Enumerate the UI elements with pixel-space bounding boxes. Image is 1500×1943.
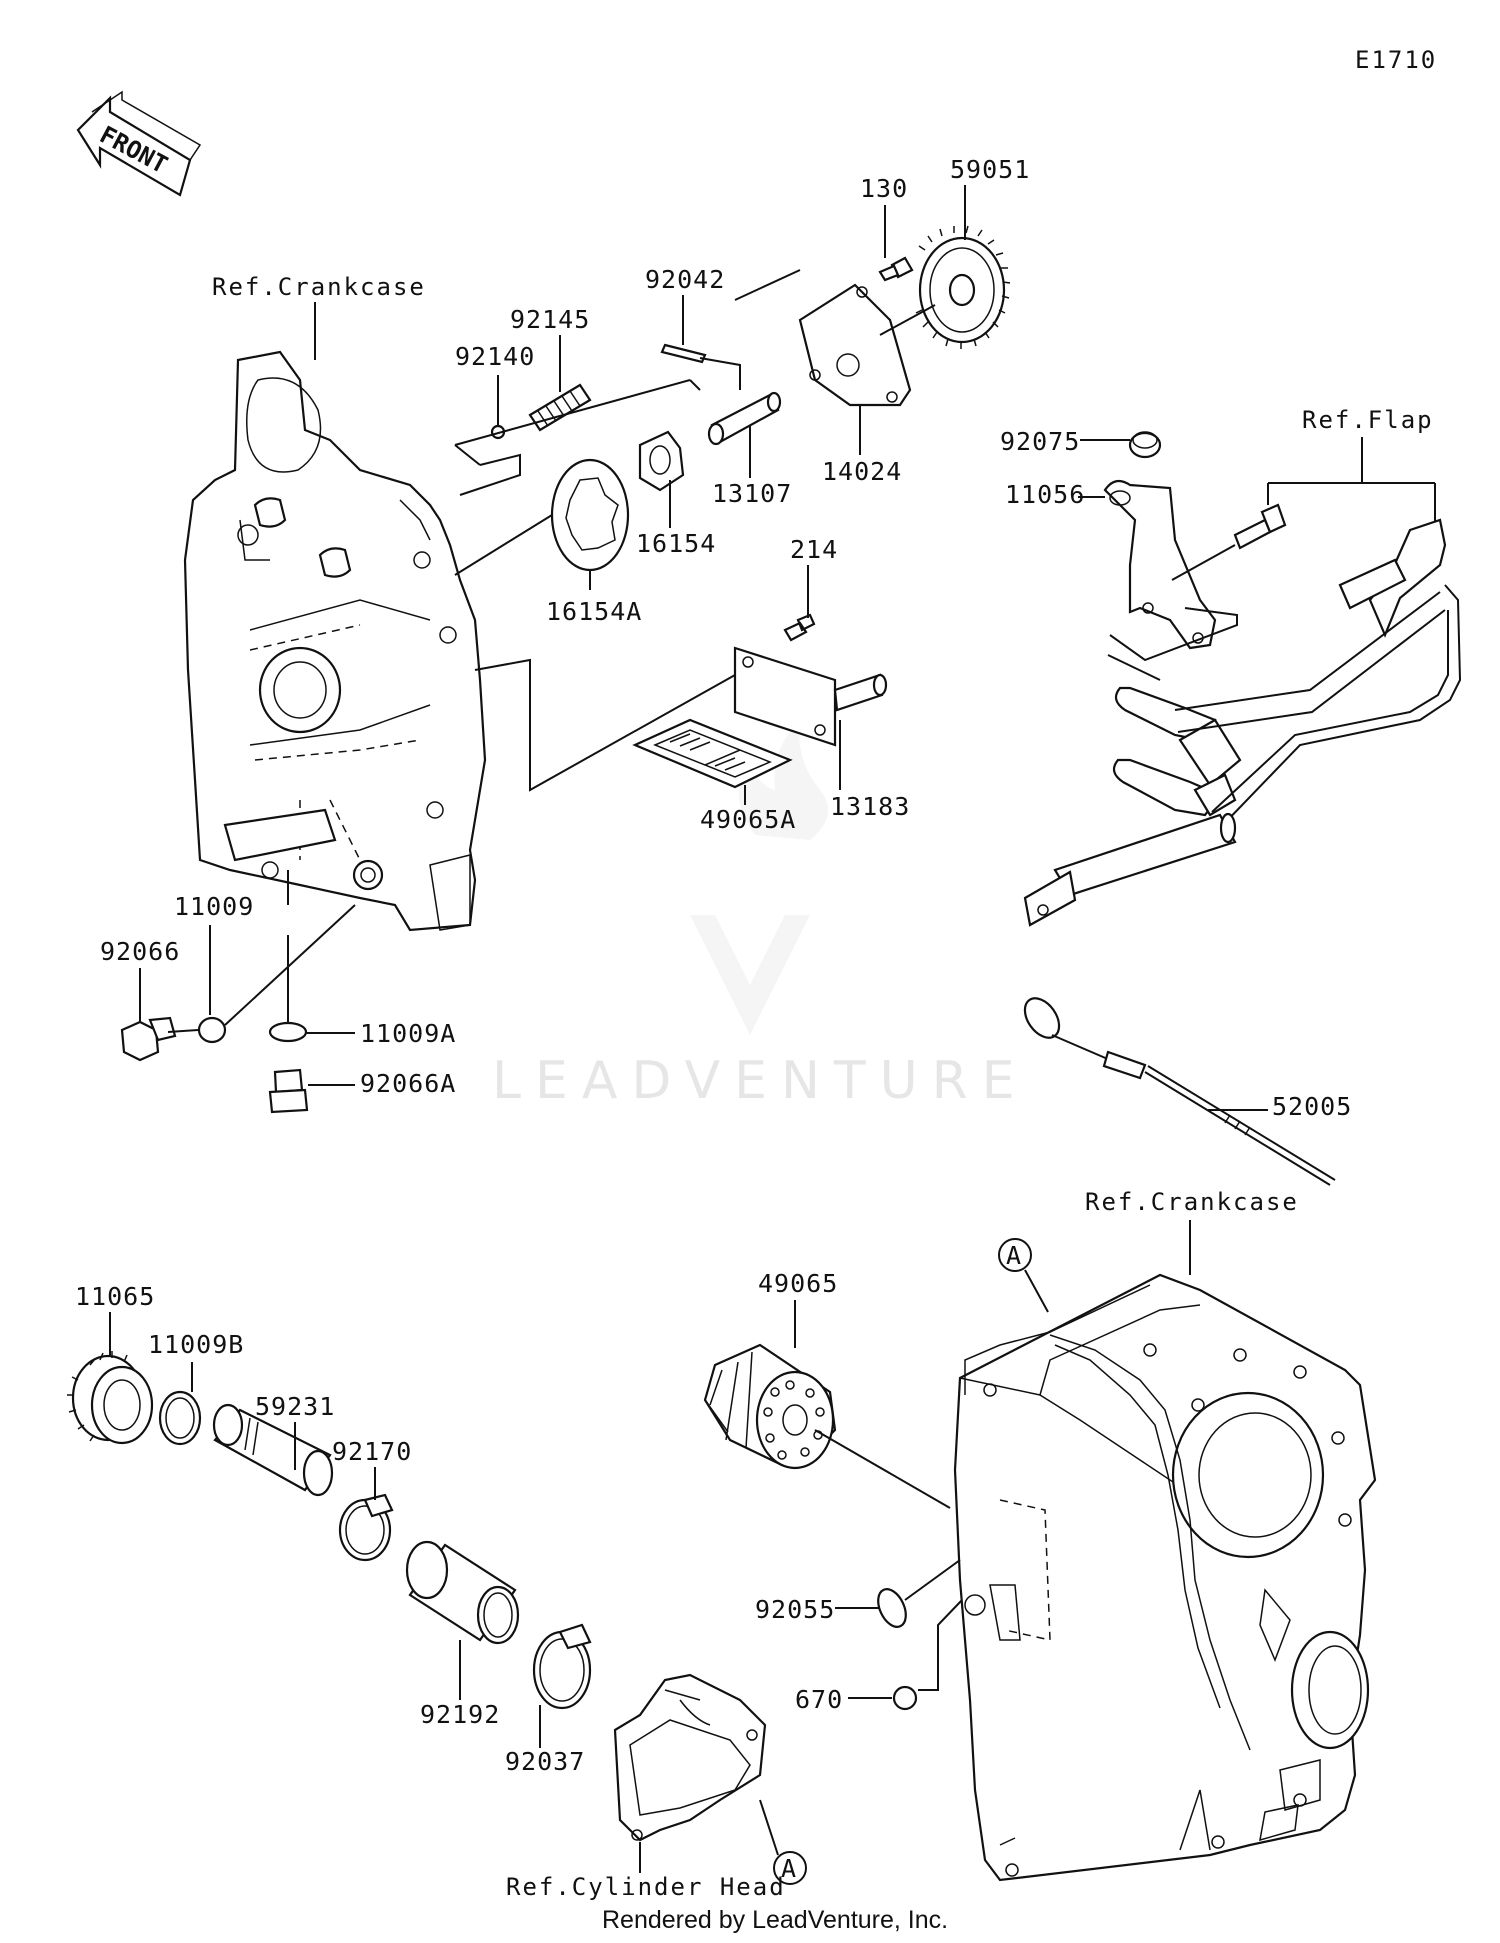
front-arrow-icon: FRONT bbox=[76, 90, 202, 197]
duct-92192-part bbox=[405, 1540, 520, 1645]
bolt-92066-part bbox=[120, 1016, 177, 1062]
part-label-130: 130 bbox=[860, 174, 908, 203]
marker-a-bottom bbox=[773, 1851, 807, 1885]
part-label-13183: 13183 bbox=[830, 792, 910, 821]
screw-214-part bbox=[783, 613, 816, 642]
watermark-text: LEADVENTURE bbox=[492, 1051, 1029, 1111]
oring-92055-part bbox=[877, 1588, 907, 1628]
intake-manifold-part bbox=[613, 1673, 767, 1842]
part-label-92075: 92075 bbox=[1000, 427, 1080, 456]
flap-rod-assembly-part bbox=[1023, 518, 1462, 927]
part-label-11065: 11065 bbox=[75, 1282, 155, 1311]
part-label-11009B: 11009B bbox=[148, 1330, 244, 1359]
part-label-92066: 92066 bbox=[100, 937, 180, 966]
part-label-49065A: 49065A bbox=[700, 805, 796, 834]
washer-11009A-part bbox=[268, 1021, 308, 1043]
plate-14024-part bbox=[798, 283, 912, 407]
shaft-13107-part bbox=[707, 391, 782, 446]
plug-92066A-part bbox=[268, 1068, 309, 1114]
part-label-92037: 92037 bbox=[505, 1747, 585, 1776]
rotor-16154-part bbox=[638, 430, 685, 492]
part-label-11009A: 11009A bbox=[360, 1019, 456, 1048]
ref-crankcase-top: Ref.Crankcase bbox=[212, 273, 426, 301]
part-label-11009: 11009 bbox=[174, 892, 254, 921]
watermark-logo bbox=[690, 720, 828, 1035]
marker-a-top bbox=[998, 1238, 1032, 1272]
part-label-52005: 52005 bbox=[1272, 1092, 1352, 1121]
part-label-92192: 92192 bbox=[420, 1700, 500, 1729]
part-label-13107: 13107 bbox=[712, 479, 792, 508]
crankcase-part bbox=[953, 1273, 1377, 1882]
strainer-49065A-part bbox=[632, 718, 793, 789]
washer-11009-part bbox=[197, 1016, 227, 1044]
flap-bolt-part bbox=[1233, 503, 1287, 550]
diagram-code: E1710 bbox=[1355, 46, 1437, 74]
rotor-16154A-part bbox=[550, 458, 630, 572]
part-label-92066A: 92066A bbox=[360, 1069, 456, 1098]
plate-13183-part bbox=[733, 646, 888, 747]
part-label-16154: 16154 bbox=[636, 529, 716, 558]
crankcase-cover-part bbox=[183, 350, 487, 932]
ref-crankcase-bottom: Ref.Crankcase bbox=[1085, 1188, 1299, 1216]
nut-92075-part bbox=[1128, 431, 1162, 459]
part-label-14024: 14024 bbox=[822, 457, 902, 486]
part-label-49065: 49065 bbox=[758, 1269, 838, 1298]
dipstick-52005-part bbox=[1023, 997, 1336, 1186]
tube-59231-part bbox=[212, 1403, 334, 1497]
gear-59051-part bbox=[915, 225, 1011, 349]
part-label-92170: 92170 bbox=[332, 1437, 412, 1466]
pin-92042-part bbox=[660, 343, 707, 364]
bearing-11065-part bbox=[67, 1351, 154, 1445]
credit-text: Rendered by LeadVenture, Inc. bbox=[602, 1906, 948, 1934]
part-label-92140: 92140 bbox=[455, 342, 535, 371]
part-label-16154A: 16154A bbox=[546, 597, 642, 626]
clamp-92170-part bbox=[338, 1493, 394, 1562]
part-label-59051: 59051 bbox=[950, 155, 1030, 184]
part-label-59231: 59231 bbox=[255, 1392, 335, 1421]
marker-a-bottom-label: A bbox=[781, 1854, 797, 1883]
ref-flap: Ref.Flap bbox=[1302, 406, 1434, 434]
oil-filter-49065-part bbox=[703, 1343, 837, 1470]
part-label-214: 214 bbox=[790, 535, 838, 564]
part-label-92145: 92145 bbox=[510, 305, 590, 334]
spring-92145-part bbox=[528, 383, 592, 432]
bolt-130-part bbox=[878, 256, 914, 282]
marker-a-top-label: A bbox=[1006, 1241, 1022, 1270]
part-label-11056: 11056 bbox=[1005, 480, 1085, 509]
ref-cylinder-head: Ref.Cylinder Head bbox=[506, 1873, 786, 1901]
clamp-92037-part bbox=[532, 1623, 592, 1710]
part-label-92042: 92042 bbox=[645, 265, 725, 294]
part-label-670: 670 bbox=[795, 1685, 843, 1714]
part-label-92055: 92055 bbox=[755, 1595, 835, 1624]
oring-670-part bbox=[892, 1685, 918, 1711]
bracket-11056-part bbox=[1103, 479, 1217, 650]
